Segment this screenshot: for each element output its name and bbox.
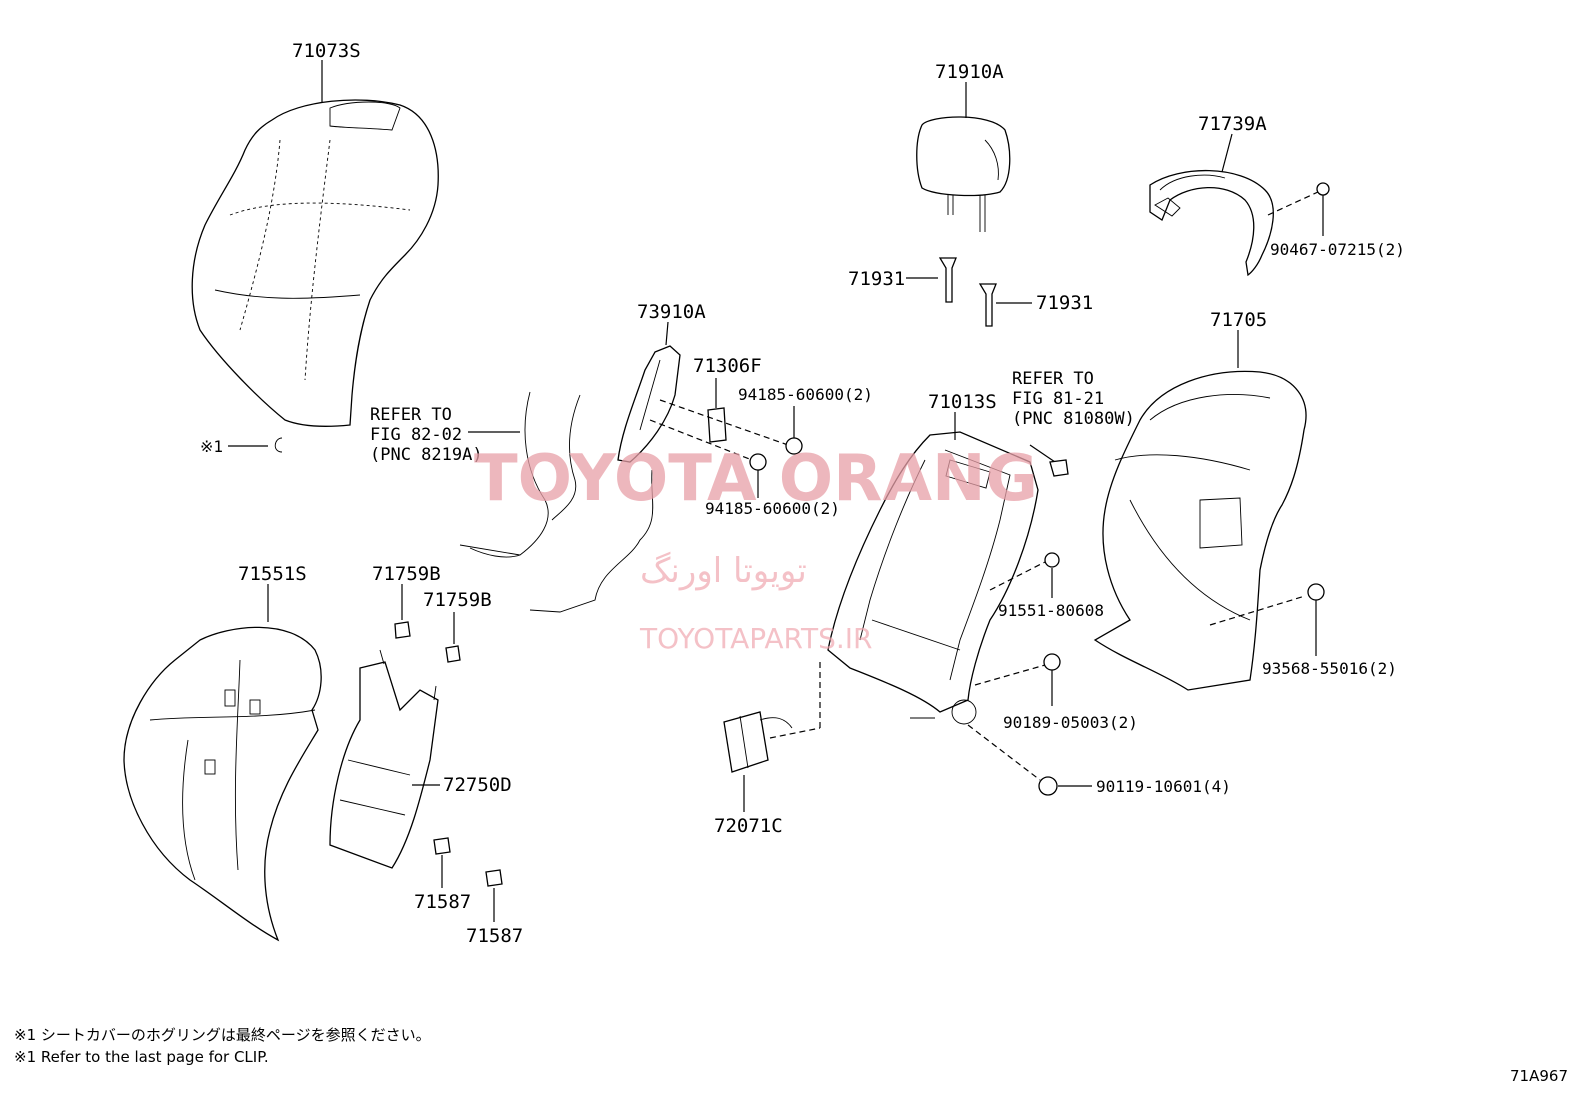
label-71759Bb: 71759B	[423, 589, 492, 611]
connector-ref2-icon	[1049, 459, 1069, 477]
clip-mark: ※1	[200, 437, 223, 456]
clip-90189-icon	[1043, 653, 1061, 671]
label-94185a: 94185-60600(2)	[738, 385, 873, 404]
label-71931b: 71931	[1036, 292, 1093, 314]
label-93568: 93568-55016(2)	[1262, 659, 1397, 678]
dash-90119	[967, 724, 1041, 781]
label-90467: 90467-07215(2)	[1270, 240, 1405, 259]
bracket-71306F-drawing	[707, 407, 727, 443]
label-71587a: 71587	[414, 891, 471, 913]
label-71739A: 71739A	[1198, 113, 1267, 135]
note-japanese: ※1 シートカバーのホグリングは最終ページを参照ください。	[14, 1026, 431, 1044]
screw-93568-icon	[1307, 583, 1325, 601]
clip-90467-icon	[1316, 182, 1330, 196]
watermark-main: TOYOTA ORANG	[474, 442, 1038, 516]
label-72750D: 72750D	[443, 774, 512, 796]
seatback-frame-drawing	[827, 431, 1039, 725]
label-90189: 90189-05003(2)	[1003, 713, 1138, 732]
label-71759Ba: 71759B	[372, 563, 441, 585]
side-airbag-drawing	[529, 345, 681, 613]
ref1-line1: REFER TO	[370, 405, 452, 425]
lumbar-motor-drawing	[723, 711, 793, 773]
label-71013S: 71013S	[928, 391, 997, 413]
headrest-drawing	[916, 116, 1011, 232]
dash-90467	[1267, 191, 1319, 216]
label-71587b: 71587	[466, 925, 523, 947]
clip-71587b-icon	[485, 869, 503, 887]
label-91551: 91551-80608	[998, 601, 1104, 620]
label-71551S: 71551S	[238, 563, 307, 585]
label-71705: 71705	[1210, 309, 1267, 331]
label-72071C: 72071C	[714, 815, 783, 837]
leader-ref2	[1029, 444, 1056, 463]
clip-71759Bb-icon	[445, 645, 461, 663]
label-71306F: 71306F	[693, 355, 762, 377]
dash-91551	[989, 561, 1046, 591]
dash-nut-a	[659, 399, 789, 446]
note-english: ※1 Refer to the last page for CLIP.	[14, 1048, 269, 1066]
dash-93568	[1209, 595, 1306, 626]
leader-71739A	[1221, 133, 1233, 173]
ref2-line3: (PNC 81080W)	[1012, 409, 1135, 429]
bolt-90119-icon	[1038, 776, 1058, 796]
ref1-line3: (PNC 8219A)	[370, 445, 483, 465]
lumbar-support-drawing	[329, 649, 439, 869]
ref2-line2: FIG 81-21	[1012, 389, 1104, 409]
ref2-line1: REFER TO	[1012, 369, 1094, 389]
clip-icon	[274, 437, 283, 453]
headrest-guide-right	[978, 283, 997, 327]
label-71910A: 71910A	[935, 61, 1004, 83]
seatback-pad-drawing	[123, 626, 322, 942]
label-71931a: 71931	[848, 268, 905, 290]
label-90119: 90119-10601(4)	[1096, 777, 1231, 796]
label-71073S: 71073S	[292, 40, 361, 62]
back-trim-drawing	[1149, 169, 1274, 277]
watermark-persian: تویوتا اورنگ	[640, 551, 807, 591]
leader-73910A	[665, 321, 669, 346]
dash-72071C	[769, 727, 821, 739]
headrest-guide-left	[938, 257, 957, 303]
dash-nut-b	[649, 419, 753, 461]
seatback-cover-drawing	[191, 99, 439, 428]
label-94185b: 94185-60600(2)	[705, 499, 840, 518]
ref1-line2: FIG 82-02	[370, 425, 462, 445]
back-board-drawing	[1093, 370, 1307, 691]
label-73910A: 73910A	[637, 301, 706, 323]
clip-71587a-icon	[433, 837, 451, 855]
wire-harness-drawing	[459, 391, 581, 558]
watermark-url: TOYOTAPARTS.IR	[639, 622, 872, 655]
figure-code: 71A967	[1510, 1067, 1568, 1085]
clip-71759Ba-icon	[394, 621, 411, 639]
bolt-91551-icon	[1044, 552, 1060, 568]
dash-90189	[974, 664, 1046, 686]
